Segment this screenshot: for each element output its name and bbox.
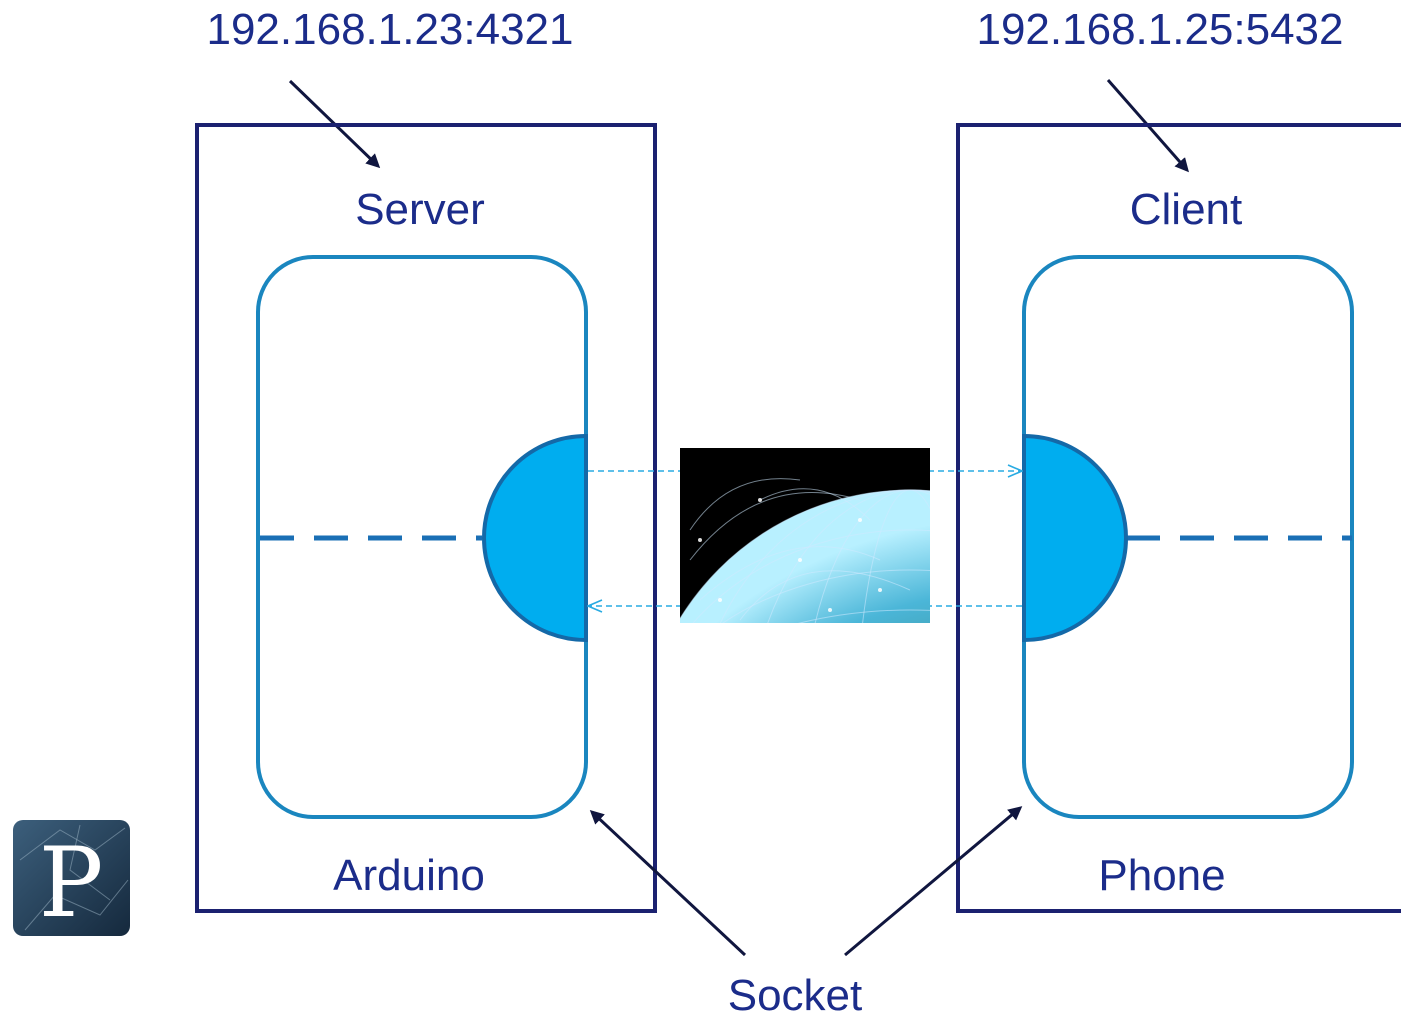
client-device-label: Phone xyxy=(1098,851,1225,900)
socket-arrow-server xyxy=(589,809,747,957)
logo-letter: P xyxy=(39,827,104,939)
socket-label: Socket xyxy=(728,971,863,1014)
globe-network-image xyxy=(680,448,930,623)
client-frame xyxy=(956,123,1401,913)
server-frame xyxy=(195,123,657,913)
server-role-label: Server xyxy=(355,185,485,234)
server-address-label: 192.168.1.23:4321 xyxy=(206,5,573,54)
server-device-label: Arduino xyxy=(333,851,485,900)
client-address-label: 192.168.1.25:5432 xyxy=(976,5,1343,54)
client-socket xyxy=(1022,433,1128,643)
client-role-label: Client xyxy=(1130,185,1243,234)
socket-arrow-client xyxy=(844,806,1023,957)
logo-icon: P xyxy=(13,820,130,939)
server-socket xyxy=(482,433,588,643)
